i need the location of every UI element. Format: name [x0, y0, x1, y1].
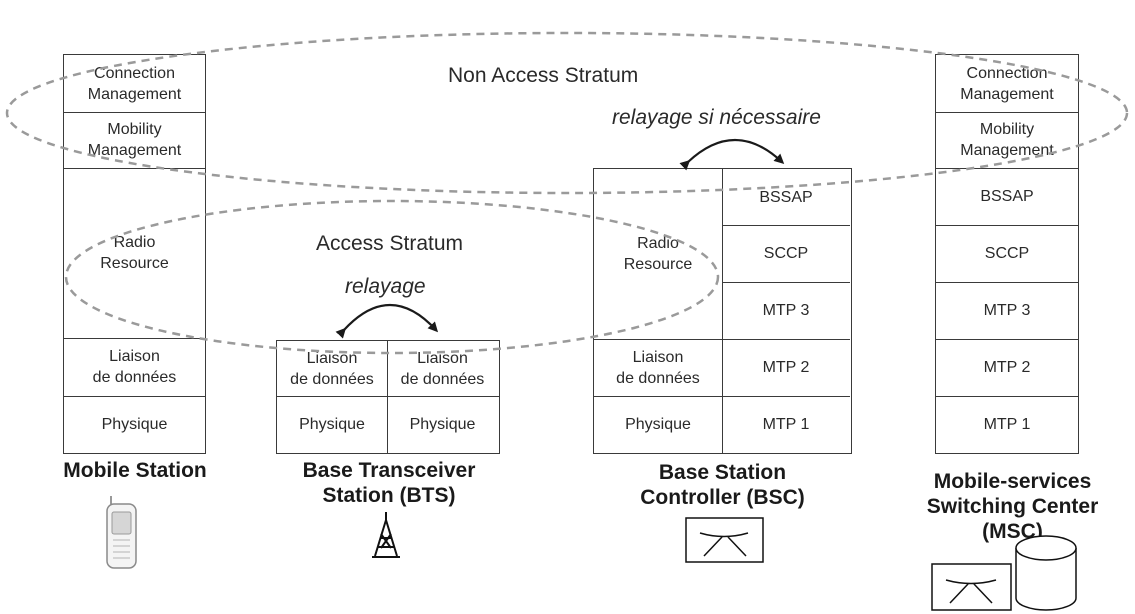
- bsc-right-layer-mtp1: MTP 1: [762, 415, 810, 433]
- non-access-stratum-title: Non Access Stratum: [448, 64, 639, 87]
- bsc-right-layer-mtp3: MTP 3: [762, 302, 810, 319]
- mobile-station-label: Mobile Station: [63, 459, 207, 482]
- ms-layer-physique: Physique: [101, 415, 168, 433]
- msc-layer-mtp2: MTP 2: [983, 359, 1031, 376]
- msc-layer-sccp: SCCP: [984, 245, 1030, 262]
- database-icon: [1015, 535, 1077, 611]
- switch-icon-msc: [931, 563, 1012, 611]
- access-stratum-title: Access Stratum: [316, 232, 464, 255]
- bts-right-layer-physique: Physique: [409, 415, 476, 433]
- msc-layer-mtp3: MTP 3: [983, 302, 1031, 319]
- bsc-left-layer-physique: Physique: [625, 415, 691, 433]
- bts-relay-arrow: [335, 303, 439, 339]
- bsc-right-layer-sccp: SCCP: [763, 245, 809, 262]
- relay-label-bts: relayage: [345, 275, 426, 298]
- bts-left-layer-physique: Physique: [299, 415, 365, 433]
- msc-layer-bssap: BSSAP: [980, 188, 1034, 205]
- switch-icon-bsc: [685, 517, 764, 563]
- mobile-phone-icon: [106, 496, 137, 569]
- bsc-right-layer-mtp2: MTP 2: [762, 359, 810, 376]
- relay-label-bsc: relayage si nécessaire: [612, 106, 821, 129]
- bsc-relay-arrow: [679, 139, 785, 171]
- msc-layer-mtp1: MTP 1: [983, 415, 1031, 433]
- bsc-right-layer-bssap: BSSAP: [759, 188, 813, 206]
- antenna-tower-icon: [372, 512, 400, 558]
